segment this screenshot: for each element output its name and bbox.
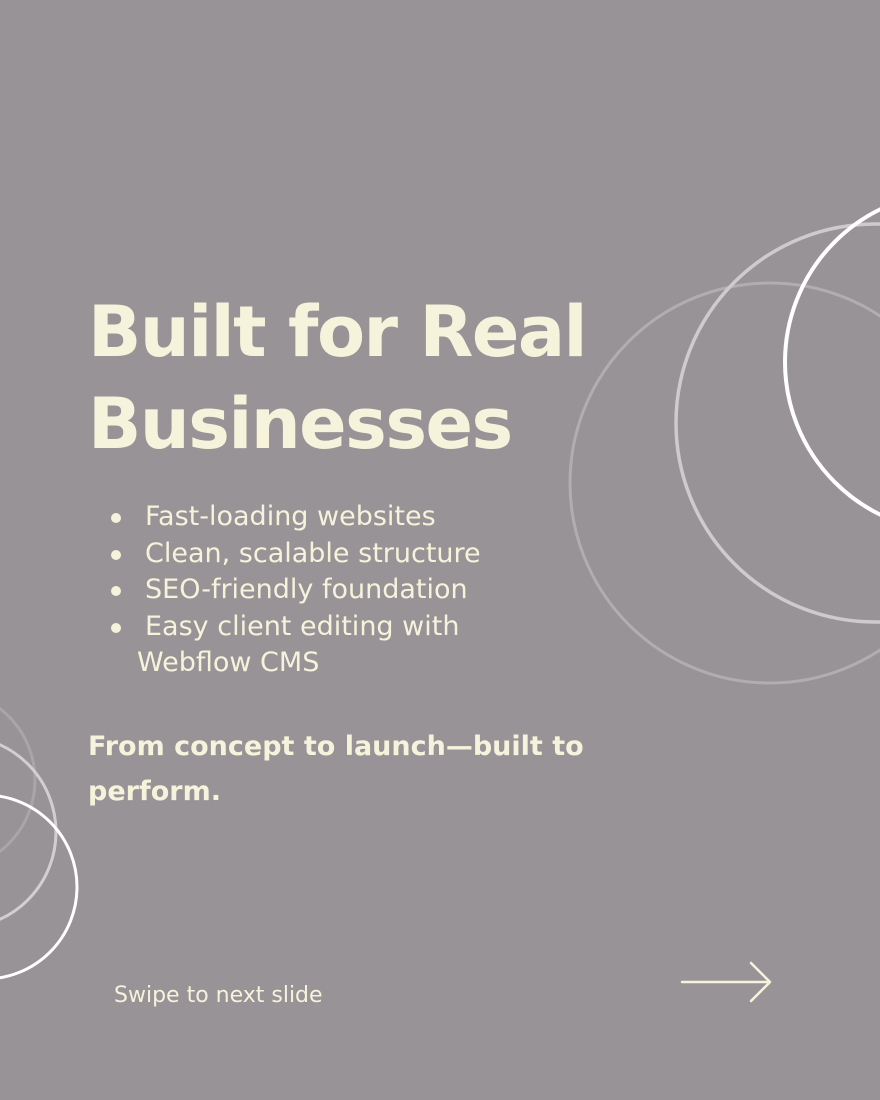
decorative-circle-medium [674,222,880,624]
bullet-icon [111,513,121,523]
bullet-icon [111,622,121,633]
tagline: From concept to launch—built to perform. [88,731,584,807]
decorative-circle-large [568,281,880,685]
bullet-icon [111,549,121,560]
swipe-hint: Swipe to next slide [114,983,323,1008]
decorative-circle-left-bright [0,794,79,980]
feature-item: Clean, scalable structure [108,536,588,573]
decorative-circle-left-mid [0,743,58,921]
decorative-circle-left-faint [0,706,37,854]
bullet-icon [111,586,121,596]
feature-text-continuation: Webflow CMS [137,647,320,678]
feature-text: SEO-friendly foundation [145,574,468,605]
slide-title-line-1: Built for Real [88,291,588,373]
slide-title-line-2: Businesses [88,383,513,465]
slide-title: Built for Real Businesses [88,286,648,470]
feature-list: Fast-loading websites Clean, scalable st… [108,499,588,682]
feature-item: SEO-friendly foundation [108,572,588,609]
feature-text: Clean, scalable structure [145,537,481,569]
arrow-right-icon[interactable] [678,958,778,1006]
feature-item: Easy client editing with Webflow CMS [108,609,588,682]
feature-item: Fast-loading websites [108,499,588,536]
feature-text: Fast-loading websites [145,501,436,532]
decorative-circle-bright [783,207,880,517]
feature-text: Easy client editing with [145,610,460,642]
